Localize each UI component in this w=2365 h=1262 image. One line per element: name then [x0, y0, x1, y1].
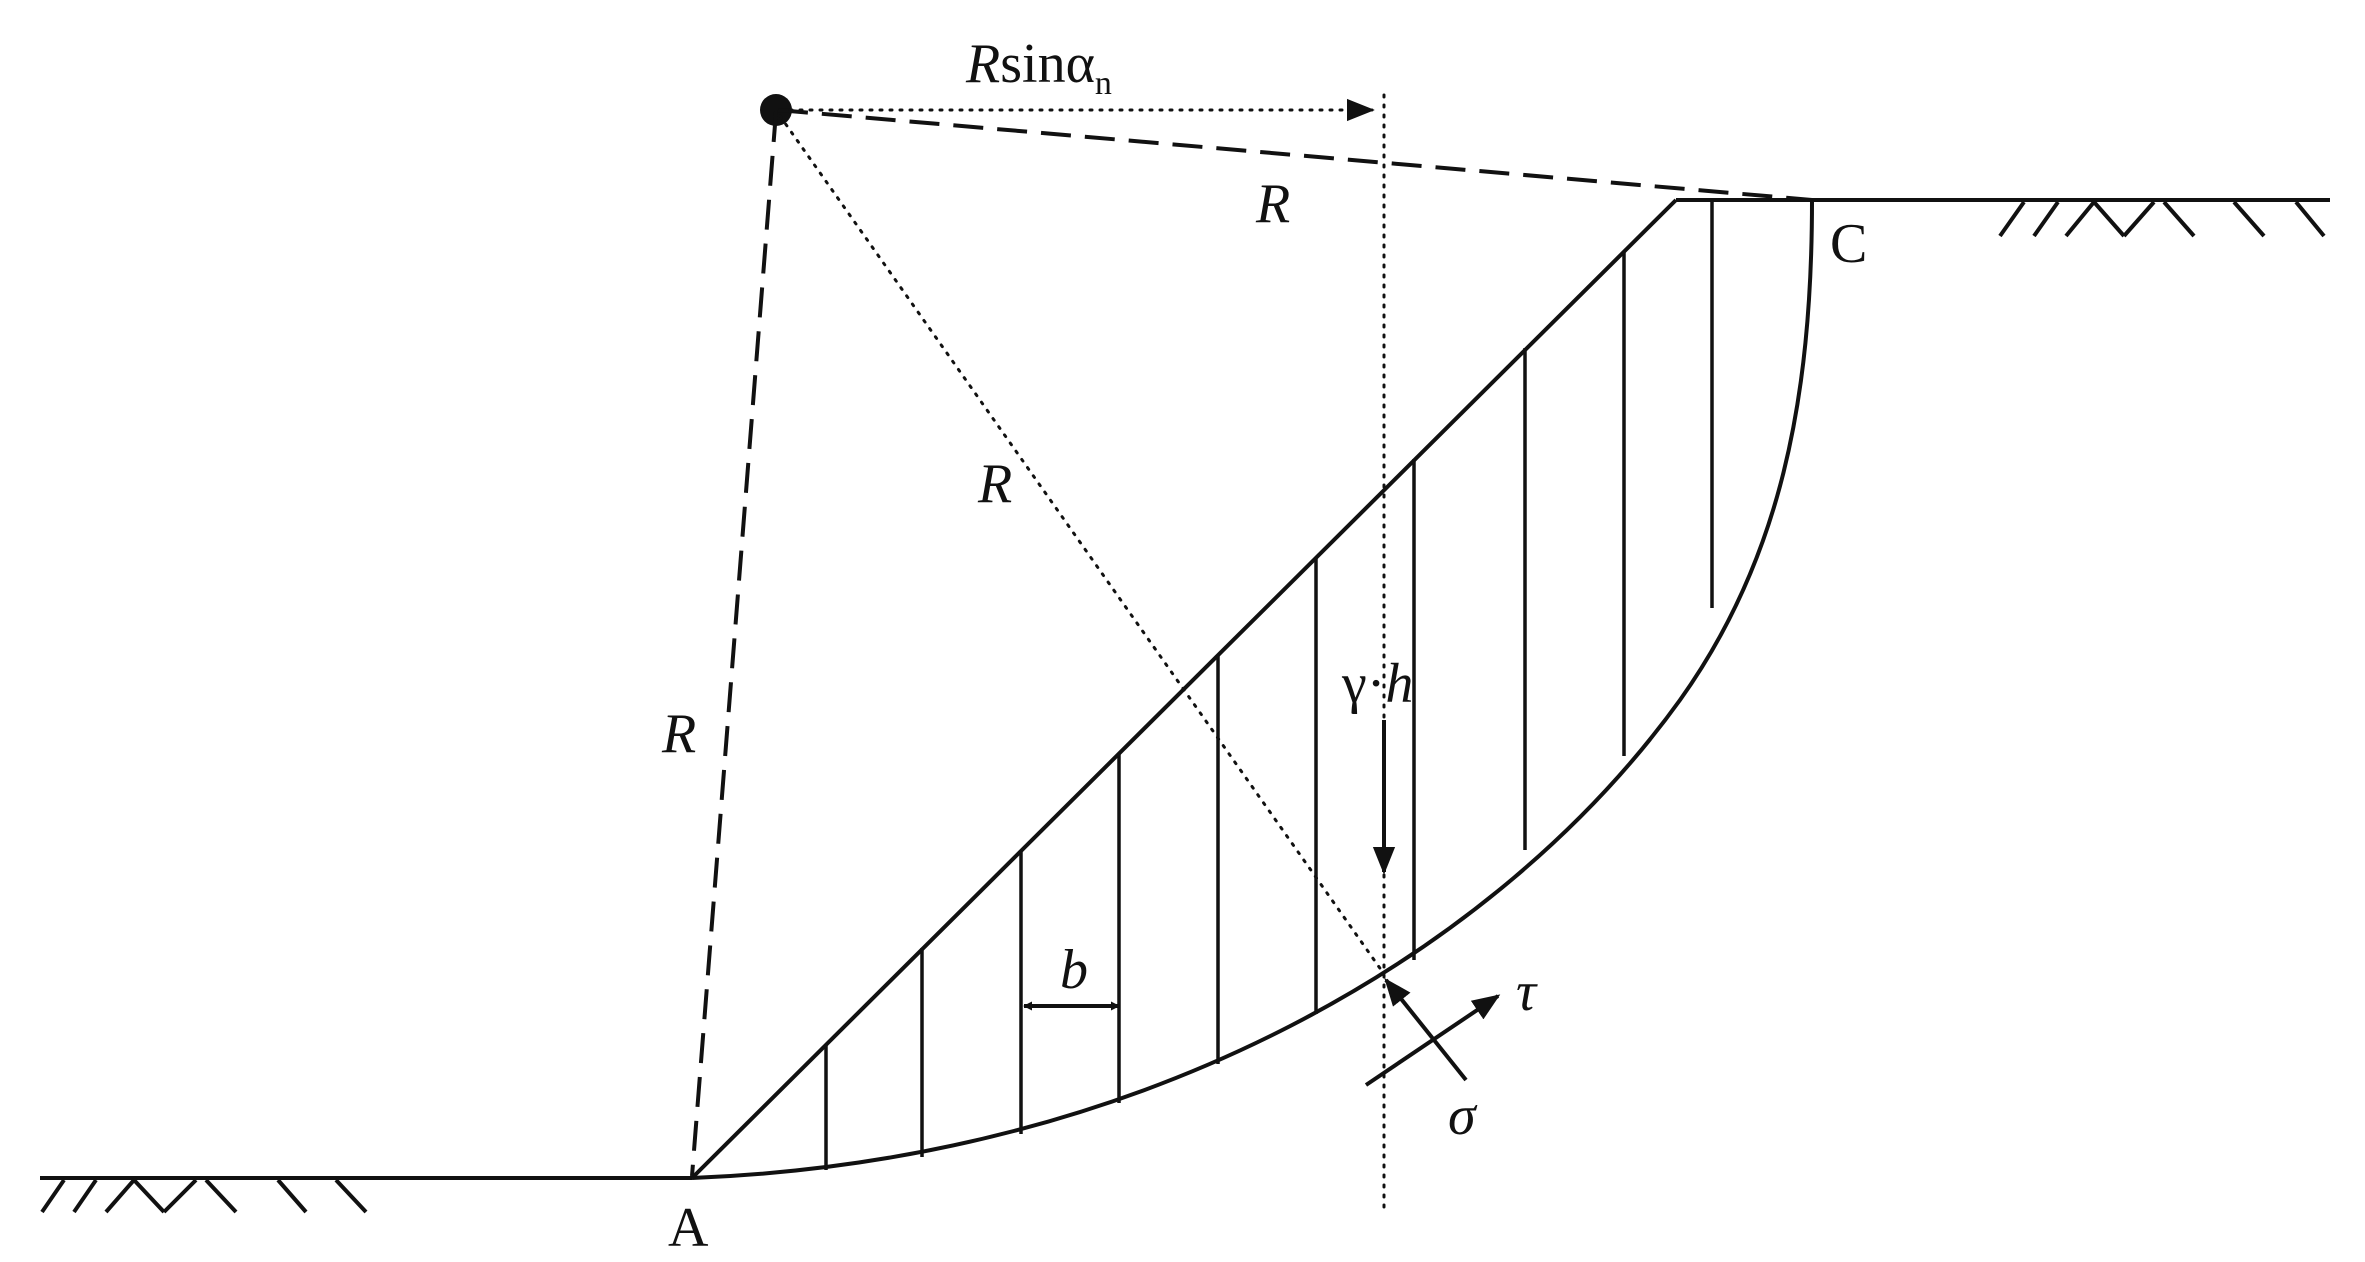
- weight-label: γ·h: [1341, 653, 1413, 715]
- moment-arm-sub: n: [1095, 65, 1112, 102]
- shear-stress-label: τ: [1516, 961, 1538, 1023]
- radius-to-a: [690, 111, 778, 1177]
- normal-stress-arrow: [1384, 977, 1468, 1082]
- point-a-label: A: [668, 1197, 709, 1259]
- radius-label-left: R: [661, 703, 696, 765]
- moment-arm-label: Rsinαn: [965, 33, 1112, 102]
- radius-to-slice: [778, 114, 1386, 976]
- normal-stress-label: σ: [1448, 1085, 1478, 1147]
- moment-arm-r: R: [965, 33, 1000, 95]
- slice-lines: [824, 200, 1714, 1170]
- rotation-center: [760, 94, 792, 126]
- radius-to-c: [777, 108, 1813, 202]
- radius-label-mid: R: [977, 453, 1012, 515]
- ground-hatch-left: [40, 1178, 368, 1214]
- weight-gamma: γ·: [1341, 653, 1385, 715]
- moment-arm-alpha: α: [1066, 33, 1095, 95]
- moment-arm-sin: sin: [1000, 33, 1065, 95]
- point-c-label: C: [1830, 213, 1867, 275]
- ground-hatch-right: [1998, 200, 2326, 238]
- slip-surface: [691, 199, 1814, 1180]
- weight-h: h: [1385, 653, 1413, 715]
- slice-width-label: b: [1060, 939, 1088, 1001]
- radius-label-top: R: [1255, 173, 1290, 235]
